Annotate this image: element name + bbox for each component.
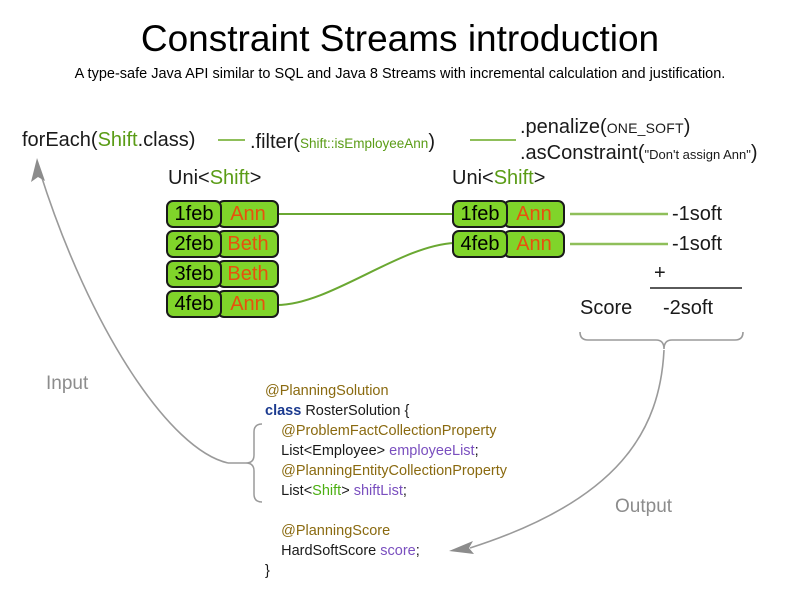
code-line: List<Shift> shiftList; xyxy=(265,481,507,501)
shift-employee-cell: Ann xyxy=(217,290,279,318)
code-line: @PlanningEntityCollectionProperty xyxy=(265,461,507,481)
code-line: @PlanningScore xyxy=(265,521,507,541)
code-token-plain: } xyxy=(265,563,270,579)
code-line: class RosterSolution { xyxy=(265,401,507,421)
uni-right-prefix: Uni< xyxy=(452,167,494,189)
code-indent xyxy=(265,483,281,499)
code-token-kw: class xyxy=(265,403,302,419)
shift-date-cell: 2feb xyxy=(166,230,222,258)
shift-employee-cell: Ann xyxy=(503,230,565,258)
code-line: @ProblemFactCollectionProperty xyxy=(265,421,507,441)
penalty-value-2: -1soft xyxy=(672,233,723,255)
code-indent xyxy=(265,423,281,439)
penalize-arg: ONE_SOFT xyxy=(606,120,684,136)
as-constraint-tail: ) xyxy=(750,142,758,164)
output-label: Output xyxy=(615,496,673,517)
uni-left-prefix: Uni< xyxy=(168,167,210,189)
shift-employee-cell: Beth xyxy=(217,230,279,258)
foreach-tail: .class) xyxy=(137,129,196,151)
uni-left-suffix: > xyxy=(249,167,262,189)
shift-date-cell: 4feb xyxy=(166,290,222,318)
as-constraint-method: .asConstraint( xyxy=(520,142,645,164)
code-token-plain: ; xyxy=(402,483,407,499)
as-constraint-arg: "Don't assign Ann" xyxy=(644,147,751,162)
code-token-plain: List<Employee> xyxy=(281,443,390,459)
code-indent xyxy=(265,463,281,479)
code-indent xyxy=(265,543,281,559)
penalize-tail: ) xyxy=(683,116,691,138)
score-brace xyxy=(579,331,744,350)
page-subtitle: A type-safe Java API similar to SQL and … xyxy=(74,66,726,82)
foreach-type: Shift xyxy=(97,129,138,151)
code-token-plain: ; xyxy=(474,443,479,459)
code-token-field: shiftList xyxy=(353,483,403,499)
code-line: HardSoftScore score; xyxy=(265,541,507,561)
shift-date-cell: 4feb xyxy=(452,230,508,258)
penalize-method: .penalize( xyxy=(520,116,607,138)
code-line: } xyxy=(265,561,507,581)
code-indent xyxy=(265,523,281,539)
code-line: List<Employee> employeeList; xyxy=(265,441,507,461)
input-label: Input xyxy=(46,373,89,394)
shift-date-cell: 3feb xyxy=(166,260,222,288)
uni-left-generic: Shift xyxy=(209,167,250,189)
shift-date-cell: 1feb xyxy=(166,200,222,228)
page-title: Constraint Streams introduction xyxy=(140,18,660,59)
code-token-plain: RosterSolution { xyxy=(301,403,410,419)
filter-arg: Shift::isEmployeeAnn xyxy=(300,136,429,151)
penalty-value-1: -1soft xyxy=(672,203,723,225)
uni-label-left: Uni<Shift> xyxy=(168,167,261,190)
shift-date-cell: 1feb xyxy=(452,200,508,228)
code-token-plain: > xyxy=(341,483,354,499)
uni-label-right: Uni<Shift> xyxy=(452,167,545,190)
score-plus-operator: + xyxy=(654,262,666,284)
expression-foreach: forEach(Shift.class) xyxy=(22,129,195,152)
code-blank-line xyxy=(265,501,507,521)
code-token-plain: ; xyxy=(415,543,420,559)
code-token-field: score xyxy=(380,543,416,559)
code-token-ann: @PlanningSolution xyxy=(265,383,389,399)
code-token-plain: HardSoftScore xyxy=(281,543,381,559)
score-total-value: -2soft xyxy=(663,297,714,319)
uni-right-suffix: > xyxy=(533,167,546,189)
code-token-ann: @PlanningScore xyxy=(281,523,391,539)
score-label: Score xyxy=(580,297,633,319)
input-arrowhead xyxy=(31,158,45,182)
code-indent xyxy=(265,443,281,459)
code-fields-brace xyxy=(245,423,263,503)
code-token-green: Shift xyxy=(312,483,342,499)
expression-filter: .filter(Shift::isEmployeeAnn) xyxy=(250,131,435,154)
shift-employee-cell: Beth xyxy=(217,260,279,288)
uni-right-generic: Shift xyxy=(493,167,534,189)
stream-connector-row4 xyxy=(276,242,456,306)
expression-as-constraint: .asConstraint("Don't assign Ann") xyxy=(520,142,758,165)
shift-employee-cell: Ann xyxy=(503,200,565,228)
filter-method: .filter( xyxy=(250,131,300,153)
shift-employee-cell: Ann xyxy=(217,200,279,228)
filter-tail: ) xyxy=(428,131,435,153)
code-token-plain: List< xyxy=(281,483,313,499)
code-token-ann: @ProblemFactCollectionProperty xyxy=(281,423,497,439)
foreach-method: forEach( xyxy=(22,129,98,151)
code-token-ann: @PlanningEntityCollectionProperty xyxy=(281,463,508,479)
code-line: @PlanningSolution xyxy=(265,381,507,401)
expression-penalize: .penalize(ONE_SOFT) xyxy=(520,116,690,139)
code-token-field: employeeList xyxy=(389,443,475,459)
